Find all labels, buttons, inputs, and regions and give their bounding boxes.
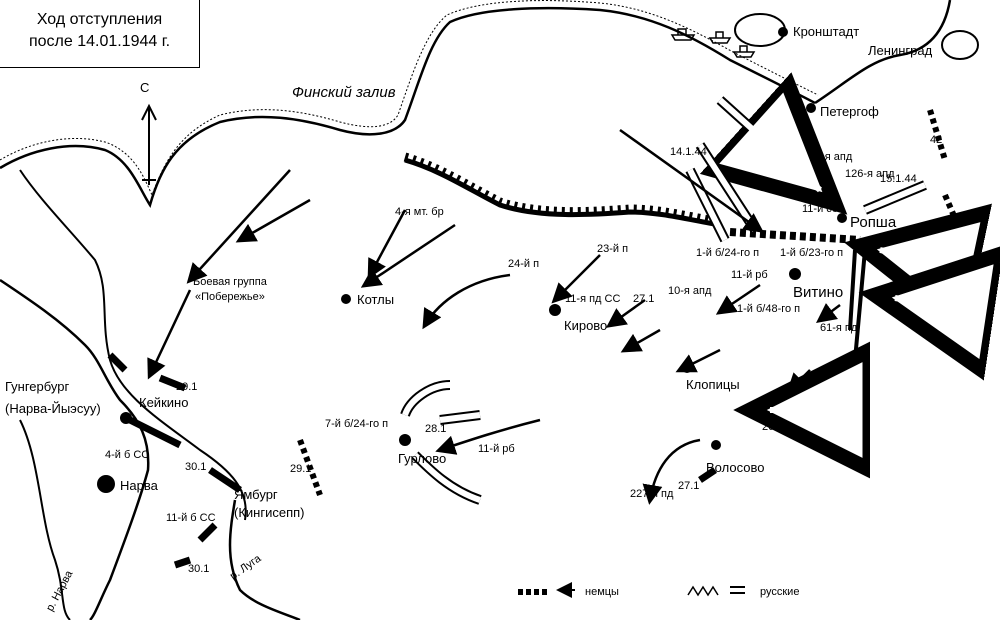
label-yamburg: Ямбург [234,487,278,502]
label-10apd: 10-я апд [668,285,712,297]
legend-russians: русские [760,586,799,598]
label-date-26-1: 26.1 [762,421,783,433]
label-4mtbr: 4-я мт. бр [395,206,444,218]
label-hungerburg-alt: (Нарва-Йыэсуу) [5,401,101,416]
label-leningrad: Ленинград [868,43,933,58]
label-date-27-1-b: 27.1 [678,480,699,492]
label-227pd: 227-я пд [630,488,674,500]
label-battle-group-1: Боевая группа [193,276,268,288]
label-date-28-1: 28.1 [425,423,446,435]
legend: немцы русские [518,582,799,598]
label-11bss: 11-й б СС [166,512,216,524]
north-label: С [140,80,149,95]
label-battle-group-2: «Побережье» [195,291,265,303]
label-date-29-1-b: 29.1 [176,381,197,393]
russian-attack-arrows [400,100,975,505]
label-11pdss: 11-я пд СС [565,293,620,305]
label-date-30-1-b: 30.1 [188,563,209,575]
label-gulf: Финский залив [292,84,396,101]
label-date-30-1-a: 30.1 [185,461,206,473]
label-date-27-1-a: 27.1 [633,293,654,305]
label-narva: Нарва [120,478,159,493]
label-1b48: 1-й б/48-го п [737,303,800,315]
ship-icons [670,28,756,58]
label-kirovo: Кирово [564,318,607,333]
label-61pd: 61-я пд [820,322,858,334]
label-volosovo: Волосово [706,460,764,475]
label-kronstadt: Кронштадт [793,24,859,39]
map-title: Ход отступления [36,11,163,28]
map-subtitle: после 14.01.1944 г. [28,33,171,50]
label-9apd: 9-я апд [815,151,853,163]
map-title-box: Ход отступления после 14.01.1944 г. [0,0,200,68]
leningrad-marker [941,30,979,60]
label-4bss: 4-й б СС [105,449,149,461]
label-keikino: Кейкино [139,395,188,410]
label-1b23: 1-й б/23-го п [780,247,843,259]
german-retreat-arrows [147,128,841,505]
label-river-narva: р. Нарва [44,568,76,613]
label-11rb-2: 11-й рб [478,443,515,455]
label-11rb: 11-й рб [731,269,768,281]
label-42: 42 [930,134,942,146]
label-kotly: Котлы [357,292,394,307]
label-date-15-1-44: 15.1.44 [880,173,917,185]
label-vitino: Витино [793,284,843,301]
german-front-lines [107,109,963,569]
label-23p: 23-й п [597,243,628,255]
label-peterhof: Петергоф [820,104,879,119]
kronstadt-island [734,13,786,47]
label-7b24: 7-й б/24-го п [325,418,388,430]
label-date-14-1-44: 14.1.44 [670,146,707,158]
label-24p: 24-й п [508,258,539,270]
legend-germans: немцы [585,586,619,598]
label-gurlovo: Гурлово [398,451,446,466]
place-markers [97,103,847,493]
label-klopitsy: Клопицы [686,377,740,392]
north-arrow [141,103,157,185]
label-yamburg-alt: (Кингисепп) [234,505,304,520]
label-hungerburg: Гунгербург [5,379,70,394]
label-date-29-1-a: 29.1 [290,463,311,475]
label-ropsha: Ропша [850,214,897,231]
label-126apd: 126-я апд [845,168,895,180]
kronstadt-marker [778,27,788,37]
label-11sb: 11-й сб [802,203,838,215]
label-1b24: 1-й б/24-го п [696,247,759,259]
